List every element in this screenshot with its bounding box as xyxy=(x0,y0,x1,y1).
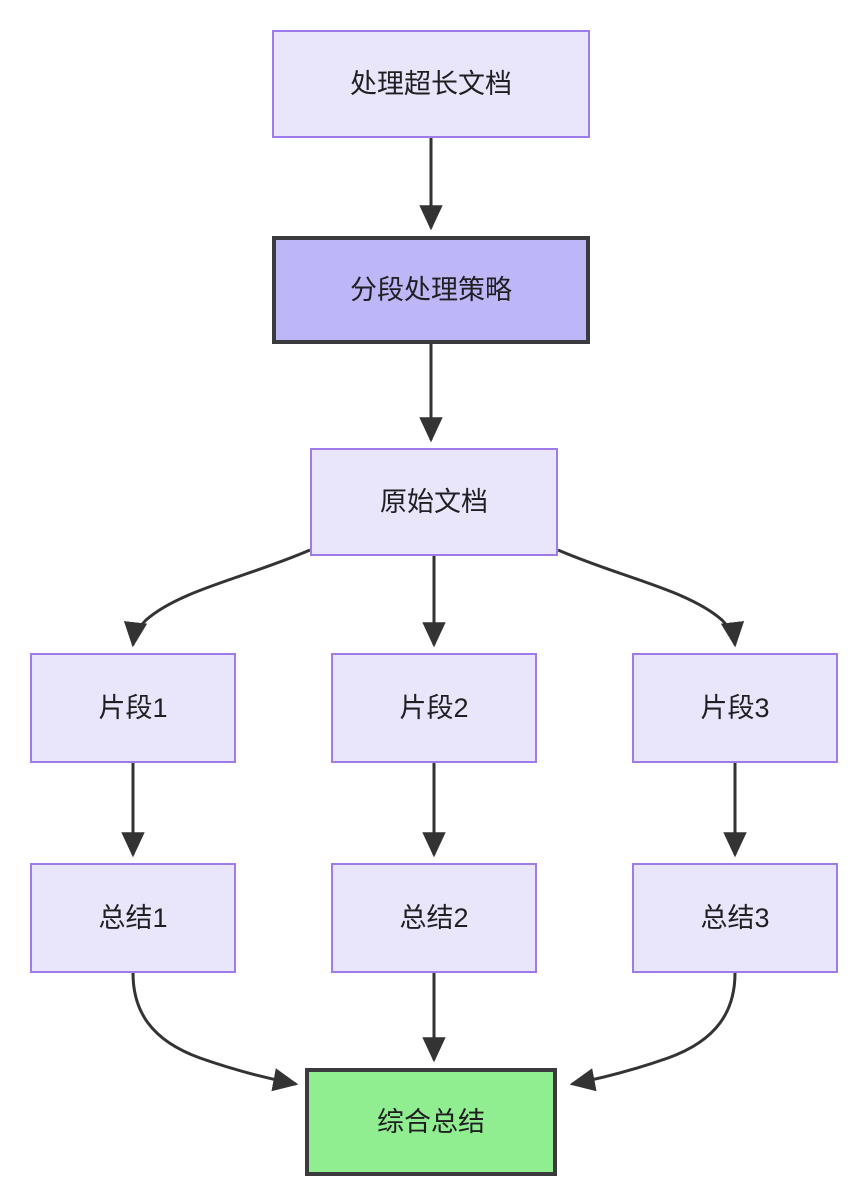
edge-summary-1-to-final-summary xyxy=(131,972,299,1092)
node-chunk-2[interactable]: 片段2 xyxy=(331,653,537,763)
node-summary-2[interactable]: 总结2 xyxy=(331,863,537,973)
node-label: 原始文档 xyxy=(380,486,488,517)
edge-summary-3-to-final-summary xyxy=(569,972,737,1092)
node-final-summary[interactable]: 综合总结 xyxy=(305,1068,557,1176)
node-chunking-strategy[interactable]: 分段处理策略 xyxy=(272,236,590,344)
node-summary-1[interactable]: 总结1 xyxy=(30,863,236,973)
node-label: 总结3 xyxy=(700,902,770,933)
node-label: 片段2 xyxy=(399,692,469,723)
node-long-document[interactable]: 处理超长文档 xyxy=(272,30,590,138)
node-label: 总结2 xyxy=(399,902,469,933)
node-chunk-3[interactable]: 片段3 xyxy=(632,653,838,763)
node-label: 片段3 xyxy=(700,692,770,723)
node-chunk-1[interactable]: 片段1 xyxy=(30,653,236,763)
node-label: 片段1 xyxy=(98,692,168,723)
node-label: 处理超长文档 xyxy=(350,68,512,99)
edge-source-document-to-chunk-1 xyxy=(123,548,311,648)
edge-source-document-to-chunk-3 xyxy=(557,548,745,648)
node-label: 总结1 xyxy=(98,902,168,933)
node-label: 分段处理策略 xyxy=(350,274,512,305)
node-summary-3[interactable]: 总结3 xyxy=(632,863,838,973)
node-label: 综合总结 xyxy=(377,1106,485,1137)
node-source-document[interactable]: 原始文档 xyxy=(310,448,558,556)
